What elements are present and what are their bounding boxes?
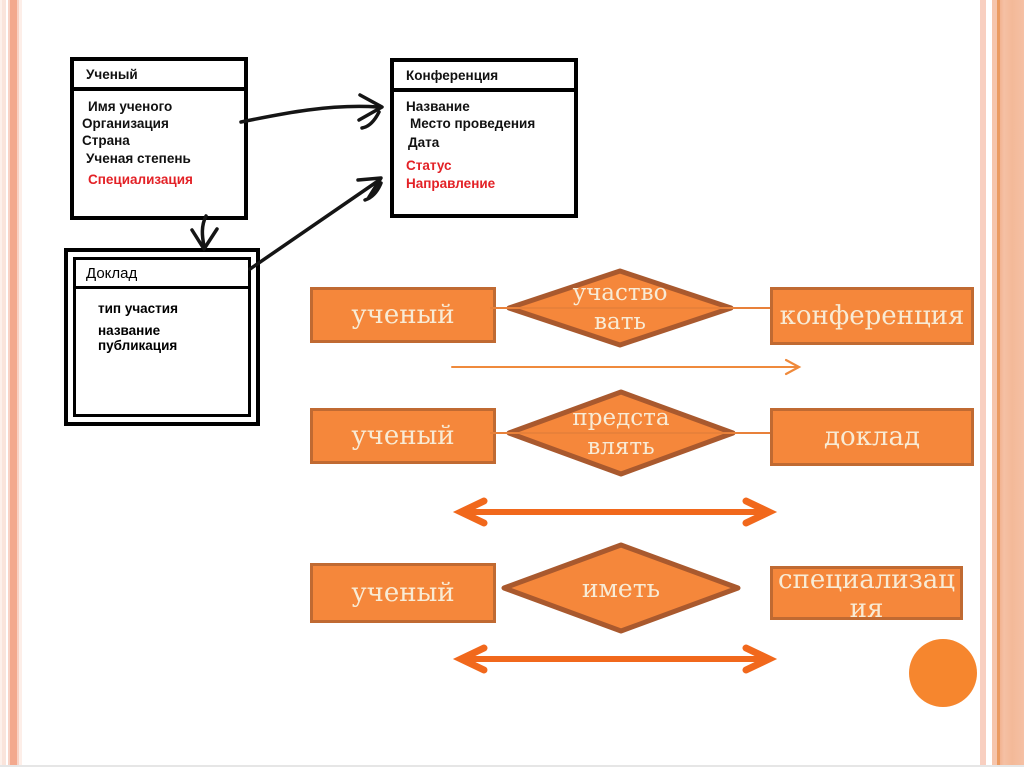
arrow-row2-bidirectional [452,497,778,527]
entity-report: Доклад тип участия название публикация [64,248,260,426]
er-entity-specialization: специализац ия [770,566,963,624]
entity-scientist: Ученый Имя ученого Организация Страна Уч… [70,57,248,220]
er-entity-scientist-row2: ученый [310,408,496,464]
arrow-scientist-to-conference [239,93,384,130]
entity-conference: Конференция Название Место проведения Да… [390,58,578,218]
attr-conference-name: Название [406,99,470,114]
attr-report-participation-type: тип участия [98,301,178,316]
arrow-scientist-to-report [190,214,219,251]
attr-report-publication: публикация [98,338,178,353]
attr-report-name: название [98,323,161,338]
attr-conference-date: Дата [408,135,440,150]
orange-circle-decoration [909,639,977,707]
er-entity-scientist-row3: ученый [310,563,496,623]
attr-scientist-specialization: Специализация [88,172,193,187]
attr-conference-direction: Направление [406,176,496,191]
right-stripe-decoration [980,0,1024,767]
er-relation-participate-label: участво вать [572,280,668,335]
attr-conference-venue: Место проведения [410,116,536,131]
attr-scientist-degree: Ученая степень [86,151,191,166]
attr-scientist-organization: Организация [82,116,169,131]
attr-scientist-name: Имя ученого [88,99,173,114]
er-relation-present-label: предста влять [572,405,670,460]
slide-bottom-edge [0,765,1024,767]
arrow-report-to-conference [248,176,383,271]
attr-conference-status: Статус [406,158,452,173]
er-relation-have-label: иметь [581,573,661,603]
er-entity-scientist-row1: ученый [310,287,496,343]
attr-scientist-country: Страна [82,133,130,148]
arrow-row1-direction [451,358,802,376]
er-entity-report: доклад [770,408,974,466]
er-link-row2 [490,432,770,434]
er-relation-have-diamond [500,541,742,635]
er-entity-conference: конференция [770,287,974,345]
er-link-row1 [490,307,770,309]
left-stripe-decoration [0,0,22,767]
entity-conference-title: Конференция [394,62,574,92]
entity-scientist-title: Ученый [74,61,244,91]
arrow-row3-bidirectional [452,644,778,674]
entity-report-title: Доклад [76,260,248,289]
